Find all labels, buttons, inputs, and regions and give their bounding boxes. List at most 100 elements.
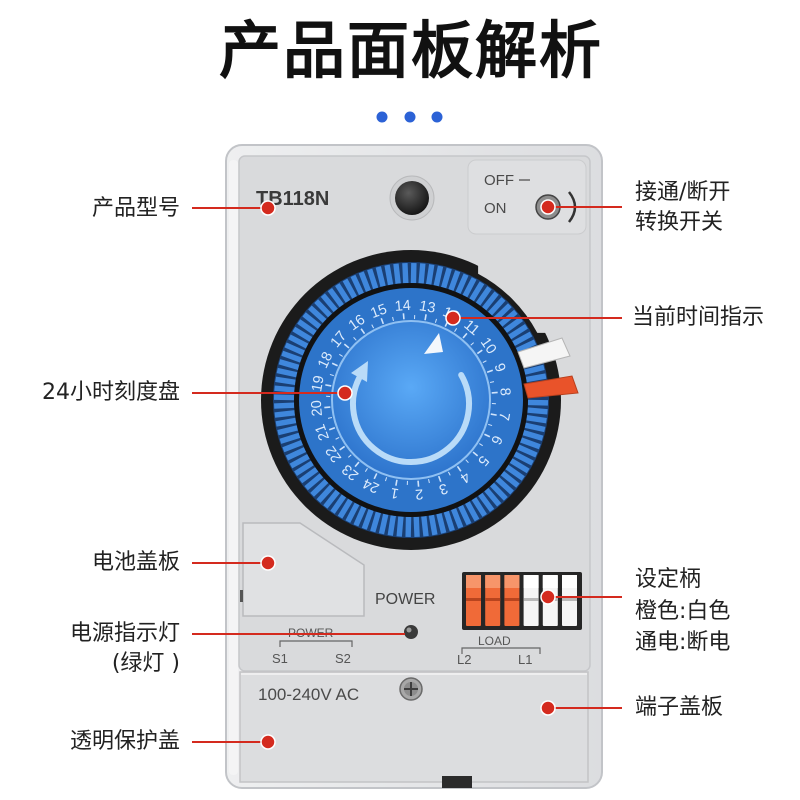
setting-tooth [294, 460, 314, 476]
setting-tooth [282, 439, 303, 453]
setting-tooth [508, 324, 528, 340]
dial-tick [329, 373, 334, 377]
setting-tooth [509, 458, 530, 474]
cover-edge-highlight [229, 160, 238, 775]
dial-tick [486, 369, 494, 374]
setting-tooth [367, 268, 379, 290]
setting-tooth [384, 264, 394, 286]
callout-label-toggle: 接通/断开 [635, 180, 731, 205]
callout-dot-dial [337, 385, 353, 401]
setting-tooth [387, 515, 396, 536]
setting-tooth [278, 359, 300, 370]
setting-tooth [327, 287, 344, 308]
dial-number: 16 [346, 312, 368, 334]
title-dots [376, 111, 443, 123]
setting-tooth [462, 277, 477, 298]
dial-tick [482, 360, 487, 364]
setting-tooth [288, 334, 309, 349]
dip-switch-cap [523, 575, 539, 588]
setting-tooth [370, 511, 381, 533]
setting-tooth [469, 281, 485, 302]
setting-tooth [281, 350, 302, 363]
power-terminal-s1: S1 [272, 651, 288, 666]
callout-dot-setting-pins [540, 589, 556, 605]
dial-tick [347, 454, 352, 458]
led-highlight [406, 627, 412, 633]
load-terminal-l2: L2 [457, 652, 471, 667]
setting-tooth [455, 273, 469, 294]
dial-number: 10 [477, 335, 499, 357]
setting-tooth [450, 508, 464, 529]
dial-tick [417, 480, 420, 487]
dial-number: 2 [414, 485, 423, 502]
setting-tooth [464, 501, 480, 522]
dial-tick [353, 336, 357, 341]
dip-switch-cap [542, 575, 558, 588]
setting-tooth [314, 299, 332, 318]
setting-tooth [284, 342, 305, 356]
setting-tooth [289, 453, 310, 469]
dial-number: 15 [369, 301, 390, 322]
dial-number: 18 [315, 350, 336, 371]
dip-switch-cap [504, 575, 520, 588]
setting-tooth [458, 504, 472, 526]
dip-switch-white [523, 575, 539, 626]
setting-tooth [298, 467, 319, 484]
setting-tooth [436, 512, 447, 534]
setting-tooth [402, 263, 409, 284]
callout-dot-current-time [445, 310, 461, 326]
page-title: 产品面板解析 [218, 14, 603, 87]
dial-tick [380, 317, 385, 325]
setting-tooth [441, 267, 452, 289]
dial-tick [424, 314, 427, 321]
switch-on-label: ON [484, 200, 507, 217]
power-terminal-s2: S2 [335, 651, 351, 666]
setting-tooth [418, 263, 426, 284]
setting-tooth [405, 516, 412, 538]
dial-tick [476, 349, 483, 355]
dial-tick [470, 342, 475, 346]
dip-switch-white [562, 575, 577, 626]
dial-tick [428, 478, 430, 484]
dial-tick [327, 417, 333, 419]
setting-tooth [495, 476, 514, 495]
setting-tooth [433, 265, 444, 287]
dip-switches [466, 575, 577, 626]
dial-tick [402, 313, 405, 320]
dial-tick [384, 477, 388, 482]
setting-tooth [361, 509, 374, 530]
dial-ticks [324, 313, 498, 487]
setting-tooth [393, 263, 401, 285]
setting-tooth [335, 283, 351, 303]
setting-tooth [482, 291, 499, 311]
setting-tooth [523, 364, 545, 375]
callout-dot-toggle [540, 199, 556, 215]
dial-tick [328, 426, 336, 431]
callout-label-battery-cover: 电池盖板 [91, 550, 180, 575]
terminal-screw [399, 677, 423, 701]
setting-tooth [358, 271, 372, 292]
dip-switch-stripe [466, 598, 481, 601]
dial-number: 8 [496, 387, 513, 396]
dial-housing-notch [478, 252, 566, 333]
current-time-pointer [424, 333, 443, 354]
dial-tick [335, 436, 340, 440]
dial-number: 19 [309, 374, 328, 393]
dial-number: 23 [339, 461, 362, 484]
dial-number: 13 [418, 298, 437, 317]
setting-tooth [493, 303, 512, 321]
setting-tooth [277, 425, 299, 436]
dial-tick [472, 451, 479, 457]
dial-tick [373, 473, 378, 480]
setting-tooth [274, 385, 295, 393]
dip-switch-cap [466, 575, 481, 588]
callout-dot-protective-cover [260, 734, 276, 750]
dip-switch-orange [485, 575, 501, 626]
callout-label-setting-pins: 设定柄 [635, 567, 702, 592]
callout-dots [260, 199, 556, 750]
setting-tooth [345, 502, 360, 523]
setting-tooth [292, 326, 313, 342]
setting-pin-orange [523, 375, 579, 399]
knob-center [395, 181, 429, 215]
